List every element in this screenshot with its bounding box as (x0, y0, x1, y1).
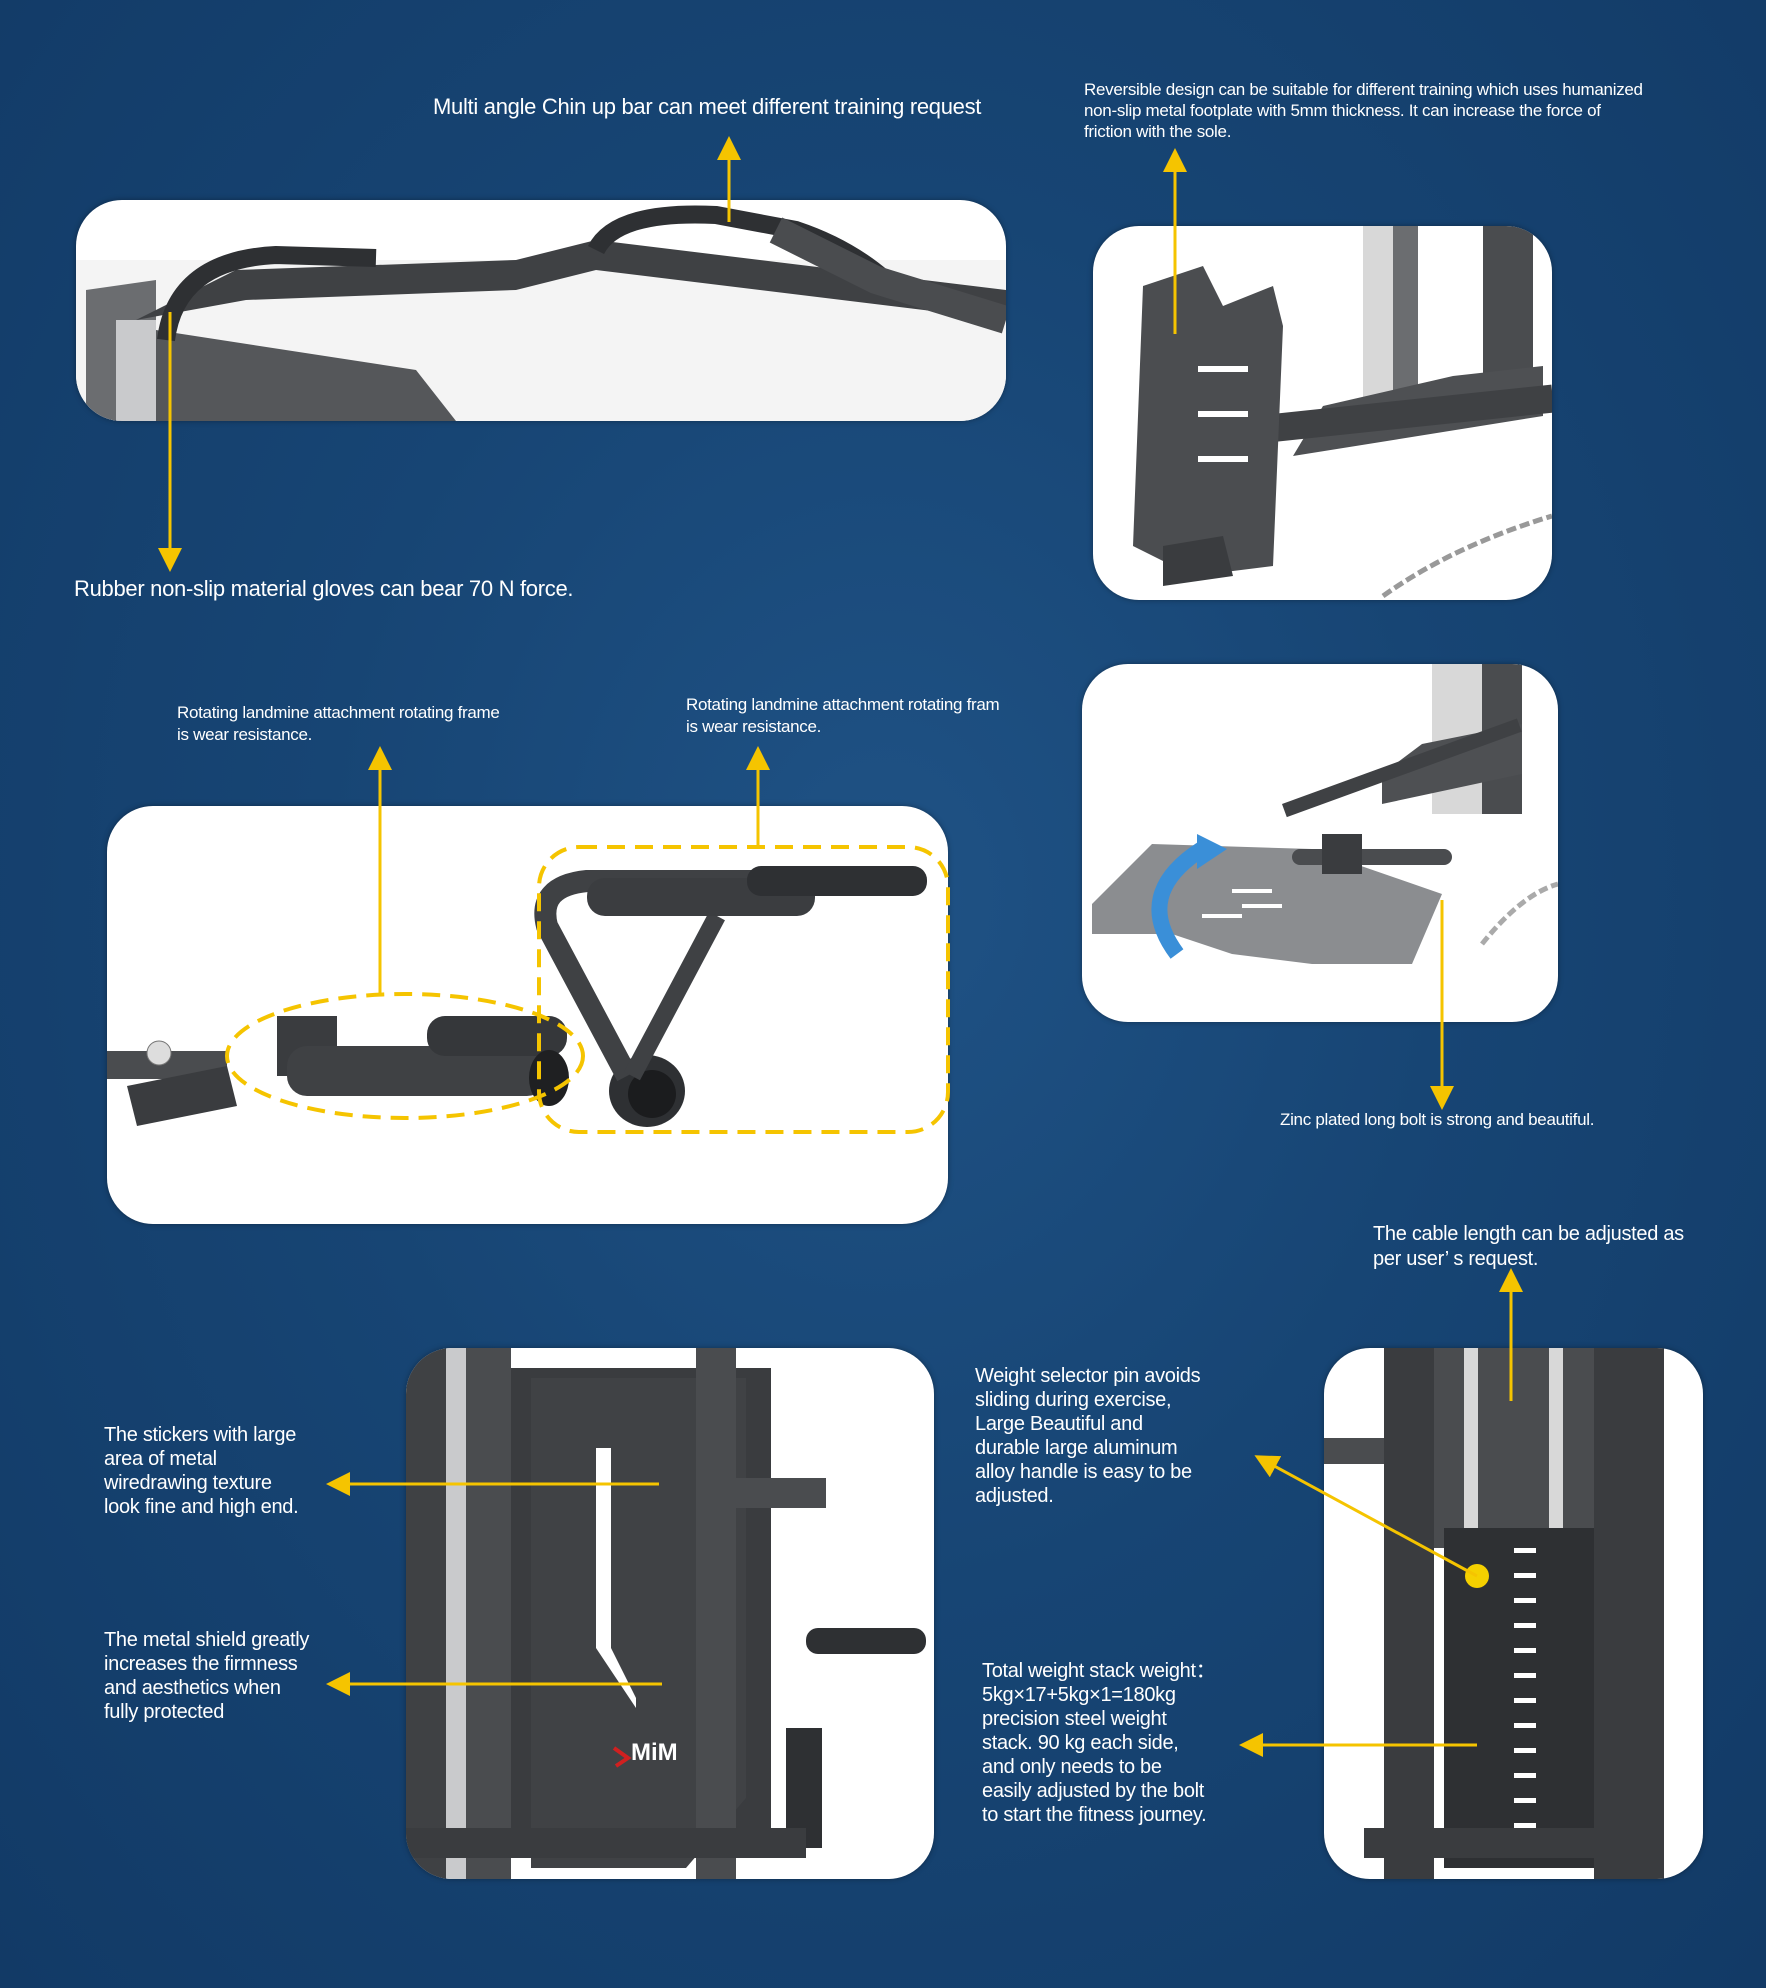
stickers-callout: The stickers with large area of metal wi… (104, 1424, 299, 1518)
metal-shield-image: MiM (406, 1348, 934, 1879)
footplate-image (1093, 226, 1552, 600)
landmine-callout-right: Rotating landmine attachment rotating fr… (686, 695, 1000, 736)
chin-up-bar-callout: Multi angle Chin up bar can meet differe… (433, 94, 982, 119)
landmine-attachment-image (107, 806, 948, 1224)
weight-stack-image (1324, 1348, 1703, 1879)
landmine-callout-left: Rotating landmine attachment rotating fr… (177, 703, 500, 744)
rotating-footplate-image (1082, 664, 1558, 1022)
shield-callout: The metal shield greatly increases the f… (104, 1629, 310, 1723)
mim-logo: MiM (631, 1739, 678, 1766)
cable-callout: The cable length can be adjusted as per … (1373, 1223, 1684, 1270)
selector-pin-callout: Weight selector pin avoids sliding durin… (975, 1365, 1201, 1507)
chin-up-bar-image (76, 200, 1006, 421)
zinc-bolt-callout: Zinc plated long bolt is strong and beau… (1280, 1110, 1595, 1129)
footplate-callout: Reversible design can be suitable for di… (1084, 80, 1643, 141)
weight-stack-callout: Total weight stack weight： 5kg×17+5kg×1=… (982, 1660, 1216, 1826)
gloves-callout: Rubber non-slip material gloves can bear… (74, 576, 574, 601)
